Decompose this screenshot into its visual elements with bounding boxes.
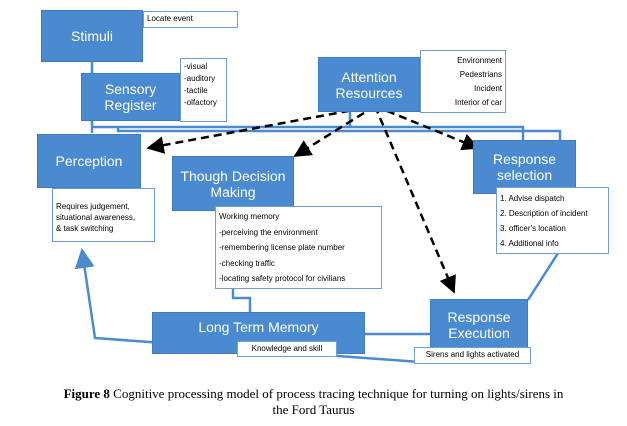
response-selection-label-line1: Response xyxy=(492,151,557,167)
working-memory-note: Working memory -perceiving the environme… xyxy=(215,206,382,289)
attention-note-line: Environment xyxy=(457,56,502,65)
response-selection-note-line: 4. Additional info xyxy=(500,239,559,248)
stimuli-block: Stimuli xyxy=(41,10,143,62)
stimuli-label: Stimuli xyxy=(70,28,113,44)
perception-note: Requires judgement, situational awarenes… xyxy=(52,188,155,242)
response-execution-block: Response Execution xyxy=(430,299,528,351)
response-execution-label-line2: Execution xyxy=(448,325,510,341)
connector-top-bus xyxy=(92,125,525,140)
caption-line1: Cognitive processing model of process tr… xyxy=(109,386,564,401)
attention-label-line2: Resources xyxy=(335,84,403,101)
arrow-to-response-execution xyxy=(373,105,456,294)
connector-wm-ltm xyxy=(231,288,252,312)
perception-label: Perception xyxy=(55,153,123,169)
long-term-memory-label: Long Term Memory xyxy=(198,319,319,335)
sensory-note-line: -visual xyxy=(184,62,208,71)
response-selection-label-line2: selection xyxy=(496,167,553,183)
response-selection-block: Response selection xyxy=(473,140,576,194)
perception-note-line: Requires judgement, xyxy=(56,202,130,211)
attention-label-line1: Attention xyxy=(341,68,397,85)
perception-note-line: situational awareness, xyxy=(56,213,136,222)
arrow-to-response-selection xyxy=(374,104,480,151)
working-memory-note-line: -locating safety protocol for civilians xyxy=(219,274,346,283)
sensory-note: -visual -auditory -tactile -olfactory xyxy=(180,58,227,122)
decision-label-line1: Though Decision xyxy=(180,167,286,184)
response-execution-note-text: Sirens and lights activated xyxy=(425,350,520,359)
connector-right-outer xyxy=(116,127,562,301)
sensory-note-line: -tactile xyxy=(184,86,208,95)
working-memory-note-line: Working memory xyxy=(219,212,280,221)
perception-note-line: & task switching xyxy=(56,224,114,233)
sensory-register-block: Sensory Register xyxy=(81,73,180,121)
sensory-label-line1: Sensory xyxy=(104,81,157,97)
attention-resources-block: Attention Resources xyxy=(318,57,420,112)
long-term-memory-note: Knowledge and skill xyxy=(237,341,337,357)
attention-arrows xyxy=(146,104,480,294)
arrow-to-decision xyxy=(293,104,376,158)
decision-label-line2: Making xyxy=(210,183,256,200)
attention-note-line: Interior of car xyxy=(454,98,502,107)
stimuli-note: Locate event xyxy=(143,11,238,28)
response-selection-note-line: 3. officer's location xyxy=(500,224,566,233)
response-execution-note: Sirens and lights activated xyxy=(414,347,531,364)
attention-note-line: Incident xyxy=(473,84,502,93)
working-memory-note-line: -remembering license plate number xyxy=(219,243,345,252)
attention-note: Environment Pedestrians Incident Interio… xyxy=(420,50,506,113)
sensory-label-line2: Register xyxy=(104,97,157,113)
working-memory-note-line: -perceiving the environment xyxy=(219,227,318,237)
response-selection-note: 1. Advise dispatch 2. Description of inc… xyxy=(496,187,609,254)
figure-caption: Figure 8 Cognitive processing model of p… xyxy=(10,386,617,418)
response-execution-label-line1: Response xyxy=(447,309,511,325)
long-term-memory-note-text: Knowledge and skill xyxy=(251,344,323,353)
decision-making-block: Though Decision Making xyxy=(172,156,294,211)
caption-label: Figure 8 xyxy=(63,386,110,401)
sensory-note-line: -auditory xyxy=(184,74,216,83)
sensory-note-line: -olfactory xyxy=(184,98,217,107)
working-memory-note-line: -checking traffic xyxy=(219,258,275,268)
stimuli-note-text: Locate event xyxy=(147,14,193,23)
caption-line2: the Ford Taurus xyxy=(272,402,355,417)
response-selection-note-line: 2. Description of incident xyxy=(500,209,588,218)
response-selection-note-line: 1. Advise dispatch xyxy=(500,194,565,203)
attention-note-line: Pedestrians xyxy=(459,70,502,79)
perception-block: Perception xyxy=(37,134,141,188)
